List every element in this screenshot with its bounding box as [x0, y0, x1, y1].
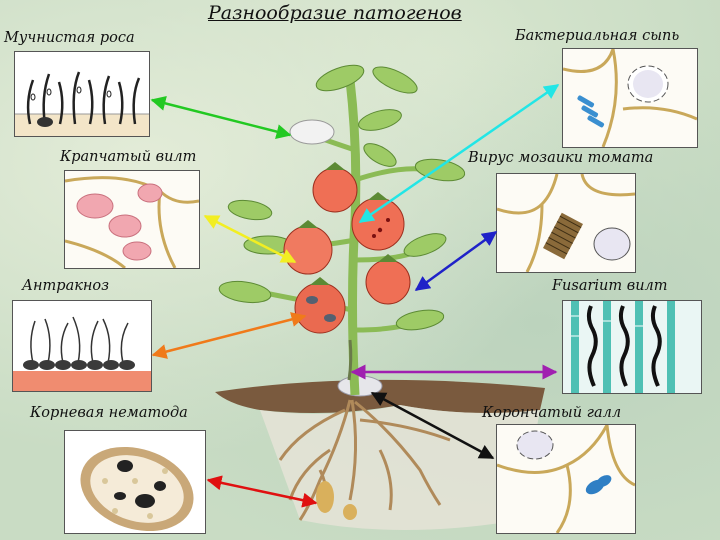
- label-spotted-wilt: Крапчатый вилт: [60, 149, 197, 165]
- label-fusarium-wilt: Fusarium вилт: [552, 278, 668, 294]
- label-bacterial-spot: Бактериальная сыпь: [515, 28, 680, 44]
- powdery-mildew-arrow: [150, 96, 292, 139]
- spotted-wilt-panel: [64, 170, 200, 269]
- anthracnose-arrow: [151, 312, 307, 359]
- page-title: Разнообразие патогенов: [208, 2, 462, 24]
- crown-gall-arrow: [370, 391, 495, 460]
- root-nematode-arrow: [206, 475, 318, 508]
- anthracnose-panel: [12, 300, 152, 392]
- label-mosaic-virus: Вирус мозаики томата: [468, 150, 654, 166]
- spotted-wilt-arrow: [203, 214, 297, 264]
- bacterial-spot-panel: [562, 48, 698, 148]
- label-crown-gall: Корончатый галл: [482, 405, 622, 421]
- mosaic-virus-arrow: [414, 230, 498, 292]
- root-nematode-panel: [64, 430, 206, 534]
- fusarium-wilt-panel: [562, 300, 702, 394]
- bacterial-spot-arrow: [358, 83, 560, 224]
- label-powdery-mildew: Мучнистая роса: [4, 30, 135, 46]
- label-root-nematode: Корневая нематода: [30, 405, 188, 421]
- root-gall: [316, 481, 334, 513]
- label-anthracnose: Антракноз: [22, 278, 110, 294]
- crown-gall-panel: [496, 424, 636, 534]
- powdery-mildew-panel: [14, 51, 150, 137]
